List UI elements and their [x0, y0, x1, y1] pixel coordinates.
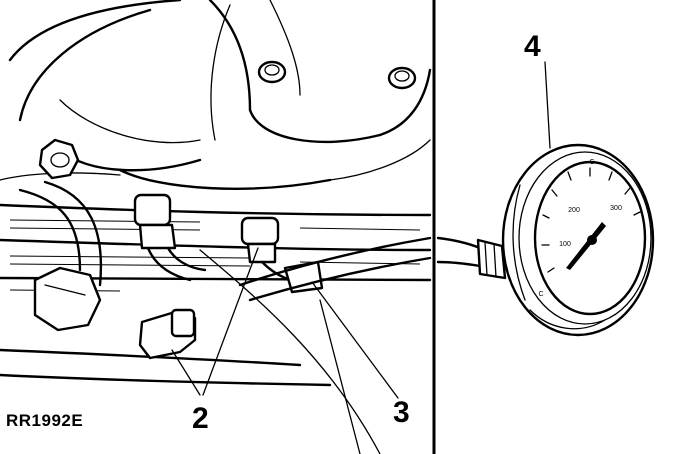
gauge-dial-label: 200: [568, 207, 580, 214]
housing-bolt: [387, 66, 417, 90]
callout-3: 3: [393, 396, 410, 429]
gauge-needle: [566, 222, 606, 270]
gauge-dial-label: 100: [559, 241, 571, 248]
housing-bolt: [38, 138, 80, 180]
gauge-dial-label: 300: [610, 205, 622, 212]
callout-4: 4: [524, 30, 541, 63]
figure-reference-code: RR1992E: [6, 411, 83, 430]
clip-bracket: [238, 236, 432, 302]
gauge-dial-label: C: [538, 291, 543, 298]
large-nut: [33, 266, 102, 332]
housing-bolt: [257, 60, 287, 84]
gauge-dial-label: C: [589, 159, 594, 166]
gauge-ticks: [541, 167, 641, 273]
fitting-left: [133, 193, 207, 282]
callout-2: 2: [192, 402, 209, 435]
housing-drawing: [0, 0, 432, 454]
leader-lines: [171, 61, 551, 399]
drain-plug: [138, 308, 197, 360]
temperature-gauge: C 200 300 100 C: [436, 143, 655, 337]
